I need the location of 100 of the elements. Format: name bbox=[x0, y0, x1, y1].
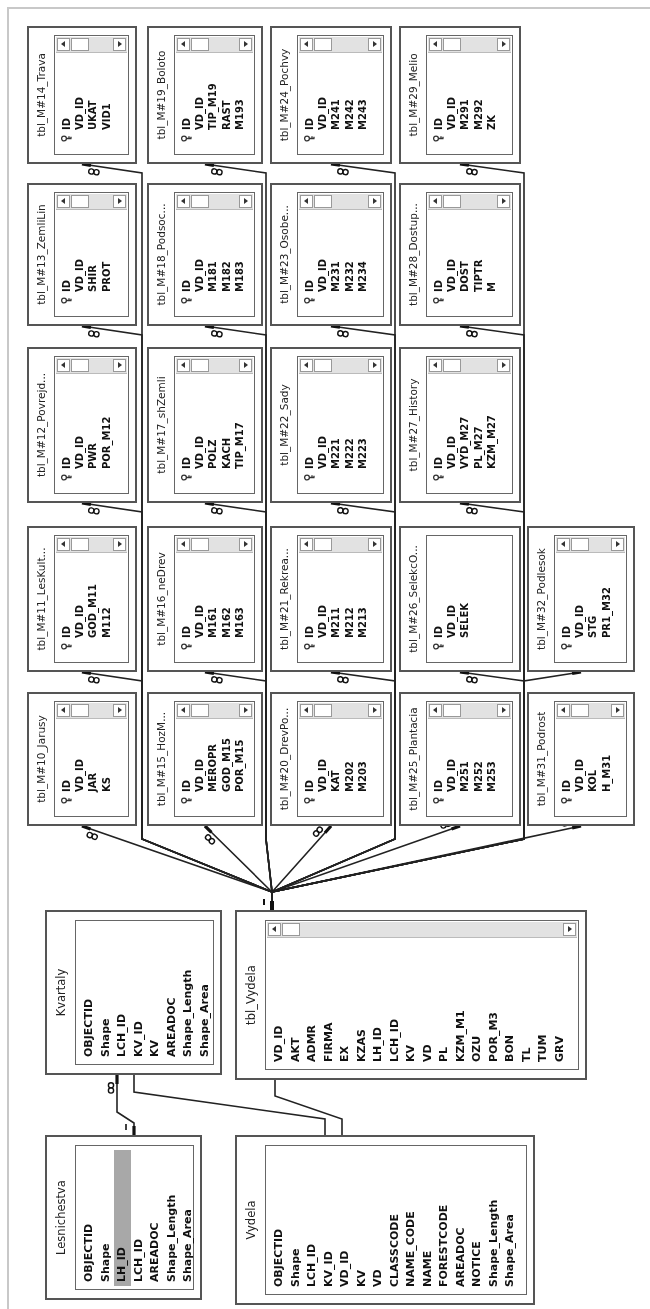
table-title: tbl_M#21_Rekrea... bbox=[278, 547, 290, 652]
field-name: FORESTCODE bbox=[436, 1203, 451, 1287]
field-name: ID bbox=[60, 624, 73, 638]
field-name: VD_ID bbox=[316, 95, 330, 130]
table-box bbox=[235, 1135, 535, 1305]
field-name: VD_ID bbox=[193, 95, 207, 130]
table-title: tbl_M#20_DrevPo... bbox=[278, 706, 290, 813]
table-box bbox=[399, 692, 521, 826]
field-name: OZU bbox=[469, 1034, 484, 1062]
field-name: EX bbox=[337, 1045, 352, 1062]
table-box bbox=[27, 526, 137, 672]
field-name: MEROPR bbox=[206, 743, 220, 792]
field-name: ID bbox=[432, 778, 445, 792]
field-name: PL bbox=[436, 1045, 451, 1062]
field-name: RAST bbox=[219, 99, 233, 130]
field-name: VD_ID bbox=[73, 603, 87, 638]
table-box bbox=[27, 347, 137, 503]
field-name: M162 bbox=[219, 606, 233, 638]
table-title: tbl_M#16_neDrev bbox=[155, 551, 167, 648]
field-name: KV_ID bbox=[130, 1020, 146, 1057]
table-title: tbl_M#32_Podlesok bbox=[535, 547, 547, 652]
table-box bbox=[270, 26, 392, 164]
field-name: M253 bbox=[484, 760, 498, 792]
field-name: M181 bbox=[206, 260, 220, 292]
table-box bbox=[27, 26, 137, 164]
field-name: ID bbox=[560, 624, 573, 638]
field-name: KV bbox=[403, 1043, 418, 1062]
field-name: NAME bbox=[419, 1249, 435, 1287]
field-name: TIP_M17 bbox=[232, 421, 246, 469]
field-name: GRV bbox=[551, 1035, 567, 1062]
field-name: Shape_Length bbox=[485, 1198, 501, 1287]
field-name: Shape bbox=[287, 1247, 303, 1287]
table-title: tbl_M#28_Dostup... bbox=[407, 202, 419, 308]
table-title: tbl_M#10_Jarusy bbox=[35, 714, 47, 805]
table-title: tbl_M#19_Boloto bbox=[155, 49, 167, 142]
field-name: VD_ID bbox=[316, 757, 330, 792]
field-name: POLZ bbox=[206, 438, 220, 469]
field-name: VD_ID bbox=[73, 257, 87, 292]
field-name: PL_M27 bbox=[471, 425, 485, 469]
field-name: M292 bbox=[471, 98, 485, 130]
field-name: CLASSCODE bbox=[386, 1213, 402, 1287]
field-name: ID bbox=[432, 455, 445, 469]
field-name: VD_ID bbox=[271, 1024, 286, 1062]
table-title: tbl_M#14_Trava bbox=[35, 52, 47, 139]
field-name: VD_ID bbox=[573, 757, 587, 792]
field-name: VD_ID bbox=[445, 757, 459, 792]
field-name: LCH_ID bbox=[386, 1018, 402, 1062]
field-name: VD_ID bbox=[316, 434, 330, 469]
field-name: KOL bbox=[586, 768, 600, 792]
field-name: VD_ID bbox=[73, 95, 87, 130]
field-name: VD_ID bbox=[316, 257, 330, 292]
field-name: M183 bbox=[232, 260, 246, 292]
field-name: UKAT bbox=[86, 99, 100, 130]
field-name: KAT bbox=[329, 769, 343, 792]
field-name: ID bbox=[560, 778, 573, 792]
field-name: Shape_Area bbox=[180, 1208, 195, 1282]
field-name: M203 bbox=[355, 760, 369, 792]
field-name: M212 bbox=[342, 606, 356, 638]
field-name: AREADOC bbox=[163, 996, 179, 1057]
field-name: M291 bbox=[458, 98, 472, 130]
table-title: tbl_M#27_History bbox=[407, 377, 419, 474]
field-name: SELEK bbox=[458, 602, 472, 638]
table-box bbox=[270, 183, 392, 326]
field-name: KV_ID bbox=[320, 1250, 336, 1287]
field-name: VD_ID bbox=[445, 95, 459, 130]
field-name: M bbox=[484, 281, 498, 292]
table-title: Vydela bbox=[244, 1199, 258, 1242]
field-name: LCH_ID bbox=[114, 1013, 129, 1057]
table-box bbox=[527, 692, 635, 826]
field-name: M242 bbox=[342, 98, 356, 130]
field-name: POR_M15 bbox=[233, 738, 246, 792]
table-box bbox=[45, 1135, 202, 1300]
field-name: GOD_M11 bbox=[86, 583, 100, 638]
field-name: BON bbox=[502, 1034, 517, 1062]
field-name: Shape_Length bbox=[163, 1193, 179, 1282]
table-title: tbl_M#31_Podrost bbox=[535, 710, 547, 809]
field-name: OBJECTID bbox=[271, 1227, 286, 1287]
field-name: Shape_Area bbox=[502, 1213, 517, 1287]
field-name: ID bbox=[60, 778, 73, 792]
field-name: H_M31 bbox=[599, 753, 613, 792]
field-name: VD_ID bbox=[73, 434, 87, 469]
table-box bbox=[399, 183, 521, 326]
field-name: ID bbox=[60, 455, 73, 469]
field-name: VD_ID bbox=[193, 757, 207, 792]
field-name: M241 bbox=[329, 98, 343, 130]
relationship-line bbox=[106, 1073, 136, 1137]
field-name: PWR bbox=[86, 441, 100, 469]
field-name: VD_ID bbox=[193, 434, 207, 469]
table-title: tbl_Vydela bbox=[244, 964, 258, 1027]
field-name: M211 bbox=[329, 606, 343, 638]
table-title: tbl_M#24_Pochvy bbox=[278, 47, 290, 144]
table-title: Kvartaly bbox=[54, 967, 68, 1019]
field-name: ID bbox=[432, 116, 445, 130]
field-name: VD_ID bbox=[445, 434, 459, 469]
field-name: ID bbox=[432, 278, 445, 292]
field-name: M193 bbox=[232, 98, 246, 130]
field-name: VD bbox=[419, 1043, 435, 1062]
field-name: LCH_ID bbox=[304, 1243, 319, 1287]
table-title: tbl_M#25_Plantacia bbox=[407, 706, 419, 813]
table-box bbox=[270, 526, 392, 672]
